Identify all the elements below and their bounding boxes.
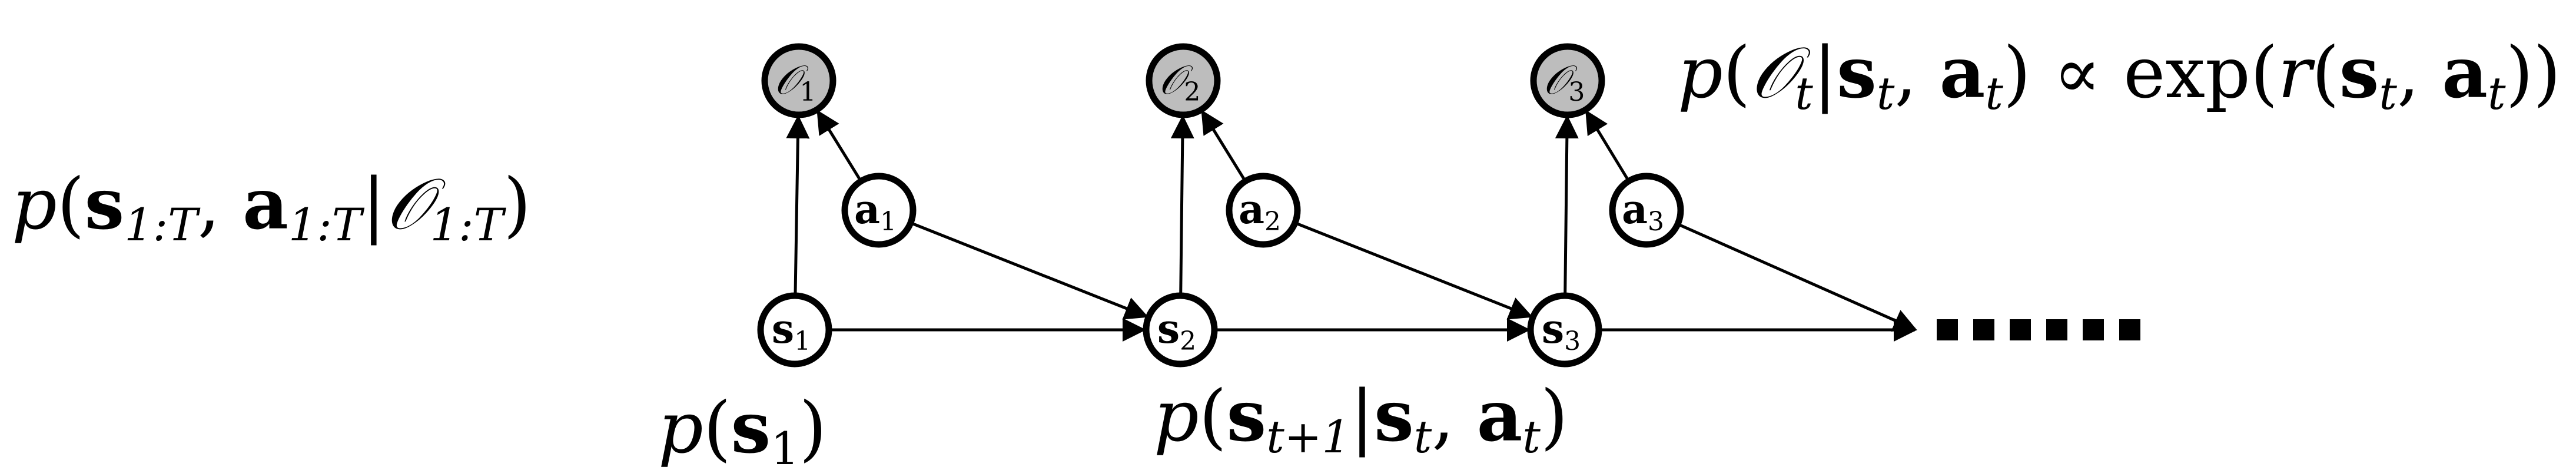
node-a2-subscript: 2 — [1264, 207, 1281, 237]
edge-a1-to-s2 — [911, 221, 1149, 320]
node-s1-circle — [757, 292, 832, 368]
node-a2: a2 — [1226, 173, 1301, 248]
edge-a2-to-O2 — [1201, 110, 1246, 181]
node-O3-circle — [1530, 43, 1605, 118]
edge-s3-to-O3 — [1555, 114, 1579, 295]
node-s2-circle — [1143, 292, 1218, 368]
node-O1-label: 𝒪1 — [775, 57, 816, 107]
node-a2-symbol: a — [1239, 186, 1264, 233]
node-a1-subscript: 1 — [880, 207, 897, 237]
continuation-dots — [1937, 319, 2140, 340]
node-s2-subscript: 2 — [1180, 326, 1196, 356]
node-a3-circle — [1609, 173, 1684, 248]
node-s1-subscript: 1 — [794, 326, 811, 356]
node-s1-symbol: s — [772, 306, 794, 353]
node-O3-subscript: 3 — [1568, 77, 1585, 107]
node-s3-circle — [1527, 292, 1602, 368]
node-O1-circle — [761, 43, 836, 118]
node-s2-symbol: s — [1157, 306, 1180, 353]
edge-s1-to-O1 — [786, 114, 810, 295]
continuation-dot — [1937, 319, 1958, 340]
node-O2-circle — [1146, 43, 1221, 118]
node-s2-label: s2 — [1157, 306, 1196, 356]
node-O1-subscript: 1 — [799, 77, 816, 107]
node-a2-circle — [1226, 173, 1301, 248]
node-a3: a3 — [1609, 173, 1684, 248]
edge-a3-to-continuation — [1678, 223, 1917, 332]
node-s3-label: s3 — [1542, 306, 1581, 356]
optimality-label: p(𝒪t|st, at) ∝ exp(r(st, at)) — [1678, 31, 2561, 120]
node-s1: s1 — [757, 292, 832, 368]
node-s2: s2 — [1143, 292, 1218, 368]
node-a1-label: a1 — [854, 186, 897, 237]
node-a3-subscript: 3 — [1648, 207, 1664, 237]
node-O2-label: 𝒪2 — [1159, 57, 1201, 107]
node-a2-label: a2 — [1239, 186, 1281, 237]
edge-a1-to-O1 — [816, 110, 862, 181]
node-a3-label: a3 — [1622, 186, 1664, 237]
node-a1: a1 — [841, 173, 917, 248]
initial-state-label: p(s1) — [658, 386, 826, 470]
node-a1-circle — [841, 173, 917, 248]
continuation-dot — [2046, 319, 2067, 340]
node-s3-subscript: 3 — [1564, 326, 1581, 356]
node-O1: 𝒪1 — [761, 43, 836, 118]
node-s3: s3 — [1527, 292, 1602, 368]
node-a3-symbol: a — [1622, 186, 1648, 233]
node-O3: 𝒪3 — [1530, 43, 1605, 118]
node-a1-symbol: a — [854, 186, 880, 233]
node-s3-symbol: s — [1542, 306, 1564, 353]
node-O2: 𝒪2 — [1146, 43, 1221, 118]
edge-s2-to-O2 — [1170, 114, 1194, 295]
continuation-dot — [1973, 319, 1994, 340]
continuation-dot — [2119, 319, 2140, 340]
edge-a2-to-s3 — [1295, 221, 1533, 320]
node-s1-label: s1 — [772, 306, 811, 356]
edges-layer — [786, 110, 1917, 342]
edge-a3-to-O3 — [1585, 110, 1629, 181]
node-O2-subscript: 2 — [1184, 77, 1200, 107]
continuation-dot — [2010, 319, 2031, 340]
continuation-dot — [2083, 319, 2104, 340]
posterior-label: p(s1:T, a1:T|𝒪1:T) — [12, 163, 531, 251]
transition-label: p(st+1|st, at) — [1154, 375, 1568, 463]
